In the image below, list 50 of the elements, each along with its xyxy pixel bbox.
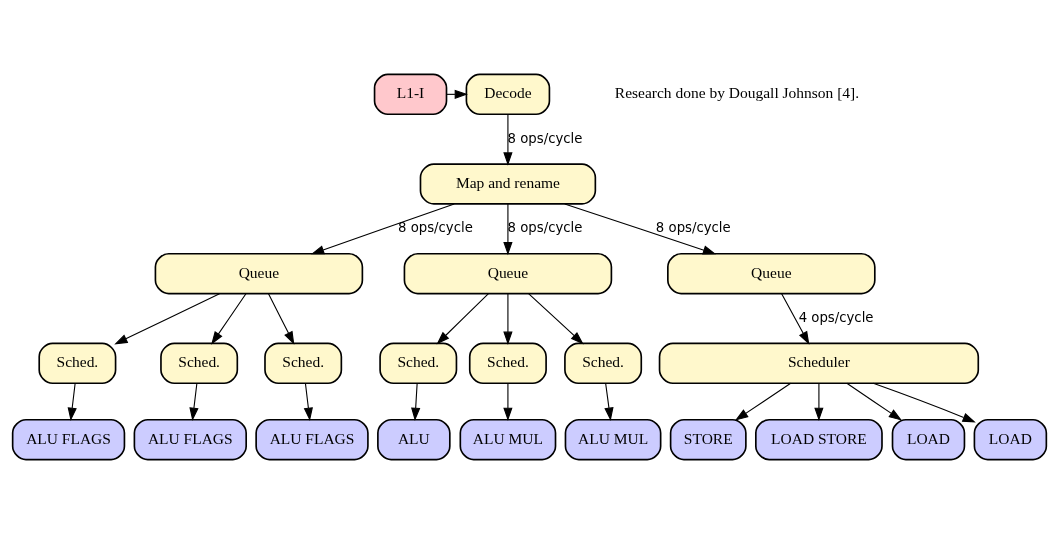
node-box: ALU MUL [564, 418, 662, 460]
node-box: Scheduler [658, 342, 980, 384]
node-box: Queue [154, 252, 364, 294]
arrow [503, 382, 513, 421]
arrow [814, 382, 824, 421]
node-box: LOAD [891, 418, 966, 460]
node-box: Sched. [468, 342, 547, 384]
node-box: LOAD [973, 418, 1048, 460]
edge-label: 8 ops/cycle [655, 219, 731, 235]
arrow [503, 113, 513, 166]
node-box: ALU MUL [459, 418, 557, 460]
arrow [781, 292, 810, 345]
node-box: ALU [377, 418, 451, 460]
node-box: Queue [403, 252, 613, 294]
arrow [528, 292, 584, 344]
arrow [211, 292, 247, 345]
edge-label: 8 ops/cycle [507, 219, 583, 235]
arrow [564, 202, 717, 254]
edge-label: 8 ops/cycle [507, 130, 583, 146]
arrow [503, 203, 513, 255]
edge-label: 4 ops/cycle [798, 309, 874, 325]
node-box: Sched. [160, 342, 239, 384]
node-box: STORE [669, 418, 747, 460]
node-box: Sched. [38, 342, 117, 384]
arrow [735, 382, 792, 421]
node-box: Decode [465, 73, 551, 115]
arrow [189, 382, 199, 421]
arrow [872, 382, 976, 422]
node-box: Sched. [564, 342, 643, 384]
node-box: Sched. [264, 342, 343, 384]
arrow [114, 292, 221, 344]
label: Research done by Dougall Johnson [4]. [614, 83, 860, 101]
arrow [436, 292, 489, 344]
arrow [604, 382, 614, 421]
node-box: ALU FLAGS [11, 418, 126, 460]
node-box: L1-I [373, 73, 448, 115]
node-box: Map and rename [419, 162, 597, 205]
edge-label: 8 ops/cycle [398, 219, 473, 235]
arrow [303, 382, 313, 421]
node-box: ALU FLAGS [133, 418, 247, 460]
arrow [503, 292, 513, 345]
arrow [310, 202, 455, 254]
node-box: LOAD STORE [755, 418, 883, 460]
arrow [846, 382, 902, 421]
node-box: Sched. [379, 342, 458, 384]
arrow [411, 382, 421, 421]
arrow [67, 382, 77, 421]
arrow [267, 292, 295, 345]
node-box: ALU FLAGS [255, 418, 369, 460]
node-box: Queue [667, 252, 876, 294]
